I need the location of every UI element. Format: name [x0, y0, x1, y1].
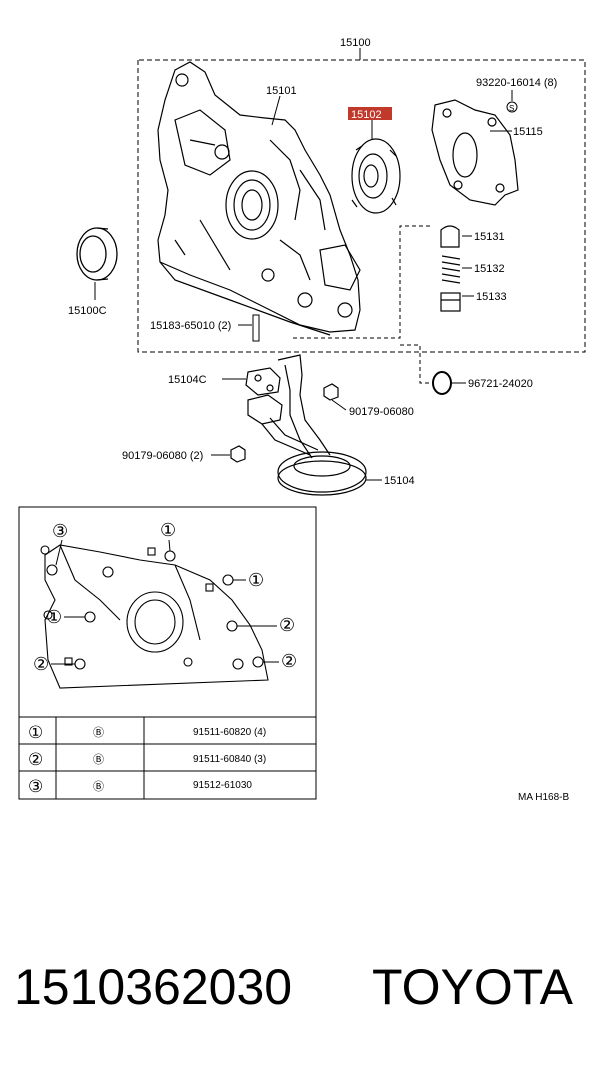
svg-text:S: S [509, 104, 514, 113]
relief-valve-spring [441, 255, 461, 284]
callout-1-left: ① [46, 607, 62, 627]
callout-1-right: ① [248, 570, 264, 590]
label-bolt-top: 93220-16014 (8) [476, 77, 557, 89]
nut-right [323, 383, 339, 401]
bolt-table-rows: ① Ⓑ 91511-60820 (4) ② Ⓑ 91511-60840 (3) … [28, 723, 266, 796]
table-row-1-part: 91511-60820 (4) [193, 727, 266, 738]
highlight-box [348, 107, 392, 120]
parts-diagram: 15100 15101 15102 [18, 37, 586, 803]
callout-2-right-lower: ② [281, 651, 297, 671]
oil-pump-cover [157, 61, 361, 336]
oil-strainer [247, 354, 367, 496]
label-stud: 15183-65010 (2) [150, 320, 231, 332]
table-row-3-part: 91512-61030 [193, 780, 252, 791]
footer: 1510362030 TOYOTA [0, 952, 600, 1032]
label-cover: 15101 [266, 85, 297, 97]
label-gasket-plate: 15115 [513, 126, 543, 138]
oil-pump-rotor [351, 138, 401, 214]
label-nut-left: 90179-06080 (2) [122, 450, 203, 462]
table-row-2-mark: Ⓑ [93, 753, 104, 766]
bolt-s-icon [506, 101, 518, 113]
inset-cover-outline [40, 544, 269, 689]
label-spring: 15132 [474, 263, 505, 275]
table-row-2-num: ② [28, 750, 43, 769]
relief-valve-plug [440, 225, 460, 248]
bolt-table [18, 716, 317, 800]
nut-left [230, 445, 246, 463]
o-ring [432, 371, 452, 395]
label-assembly: 15100 [340, 37, 371, 49]
label-o-ring: 96721-24020 [468, 378, 533, 390]
callout-3: ③ [52, 521, 68, 541]
label-highlighted-part: 15102 [351, 109, 382, 121]
table-row-3-mark: Ⓑ [93, 780, 104, 793]
table-row-2-part: 91511-60840 (3) [193, 754, 266, 765]
callout-2-right-upper: ② [279, 615, 295, 635]
assembly-boundary [137, 59, 586, 353]
pump-plate [431, 99, 519, 206]
table-row-3-num: ③ [28, 777, 43, 796]
label-plug: 15131 [474, 231, 505, 243]
stud-bolt [252, 314, 260, 342]
strainer-gasket [245, 367, 281, 396]
table-row-1-num: ① [28, 723, 43, 742]
callout-1-top: ① [160, 520, 176, 540]
callout-2-left: ② [33, 654, 49, 674]
oil-seal [76, 227, 118, 281]
label-gasket: 15104C [168, 374, 207, 386]
relief-valve-nut [440, 292, 461, 312]
label-plug-nut: 15133 [476, 291, 507, 303]
label-seal: 15100C [68, 305, 107, 317]
label-nut-right: 90179-06080 [349, 406, 414, 418]
brand-name: TOYOTA [372, 959, 573, 1015]
label-strainer: 15104 [384, 475, 415, 487]
part-number: 1510362030 [14, 959, 293, 1015]
table-row-1-mark: Ⓑ [93, 726, 104, 739]
inset-callouts: ③ ① ① ① ② ② ② [33, 520, 297, 674]
figure-code: MA H168-B [518, 792, 569, 803]
